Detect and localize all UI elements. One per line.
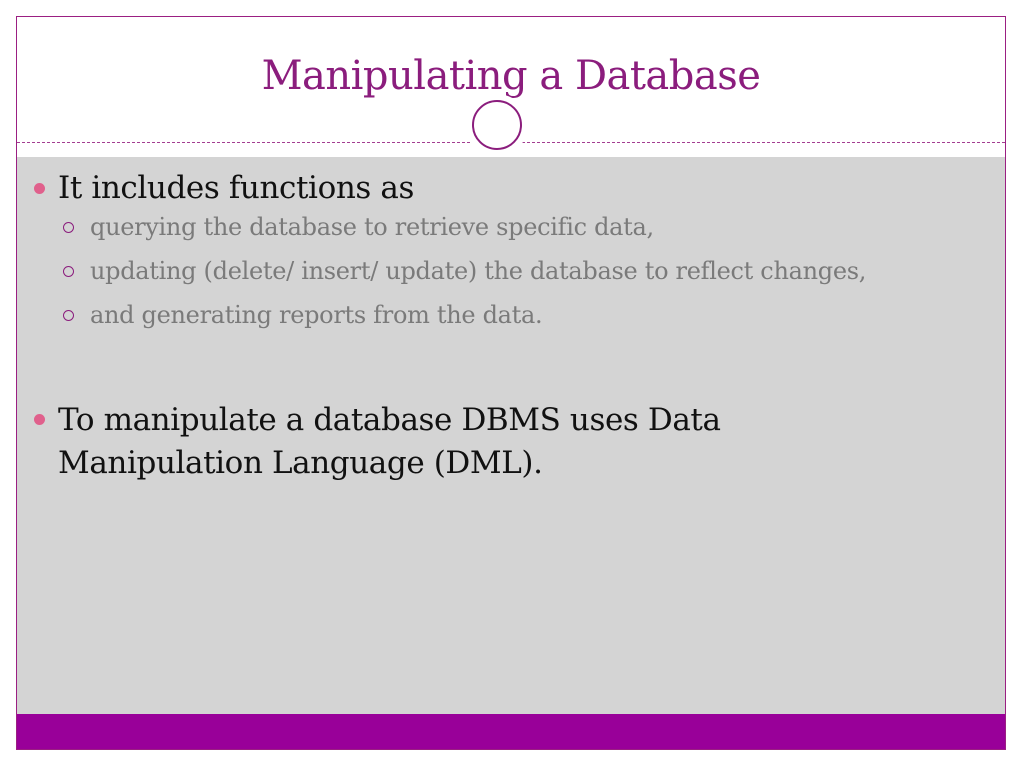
circle-emblem-icon	[466, 94, 528, 156]
sub-bullet-text: and generating reports from the data.	[90, 301, 543, 329]
bullet-text: It includes functions as	[58, 170, 414, 206]
bullet-dot-icon	[34, 414, 45, 425]
bullet-item-functions: It includes functions as	[30, 168, 970, 209]
sub-bullet-item-reports: and generating reports from the data.	[30, 300, 970, 331]
sub-bullet-text: querying the database to retrieve specif…	[90, 213, 654, 241]
bullet-list: It includes functions as querying the da…	[30, 168, 970, 485]
bullet-dot-icon	[34, 183, 45, 194]
footer-bar	[17, 714, 1005, 749]
content-area	[17, 157, 1005, 715]
sub-bullet-text: updating (delete/ insert/ update) the da…	[90, 257, 867, 285]
sub-bullet-item-querying: querying the database to retrieve specif…	[30, 212, 970, 243]
bullet-item-dml: To manipulate a database DBMS uses Data …	[30, 399, 838, 485]
bullet-ring-icon	[63, 222, 74, 233]
emblem-ring	[472, 100, 522, 150]
slide-title: Manipulating a Database	[261, 53, 761, 99]
bullet-ring-icon	[63, 310, 74, 321]
bullet-text: To manipulate a database DBMS uses Data …	[58, 402, 721, 481]
bullet-ring-icon	[63, 266, 74, 277]
sub-bullet-item-updating: updating (delete/ insert/ update) the da…	[30, 256, 920, 287]
